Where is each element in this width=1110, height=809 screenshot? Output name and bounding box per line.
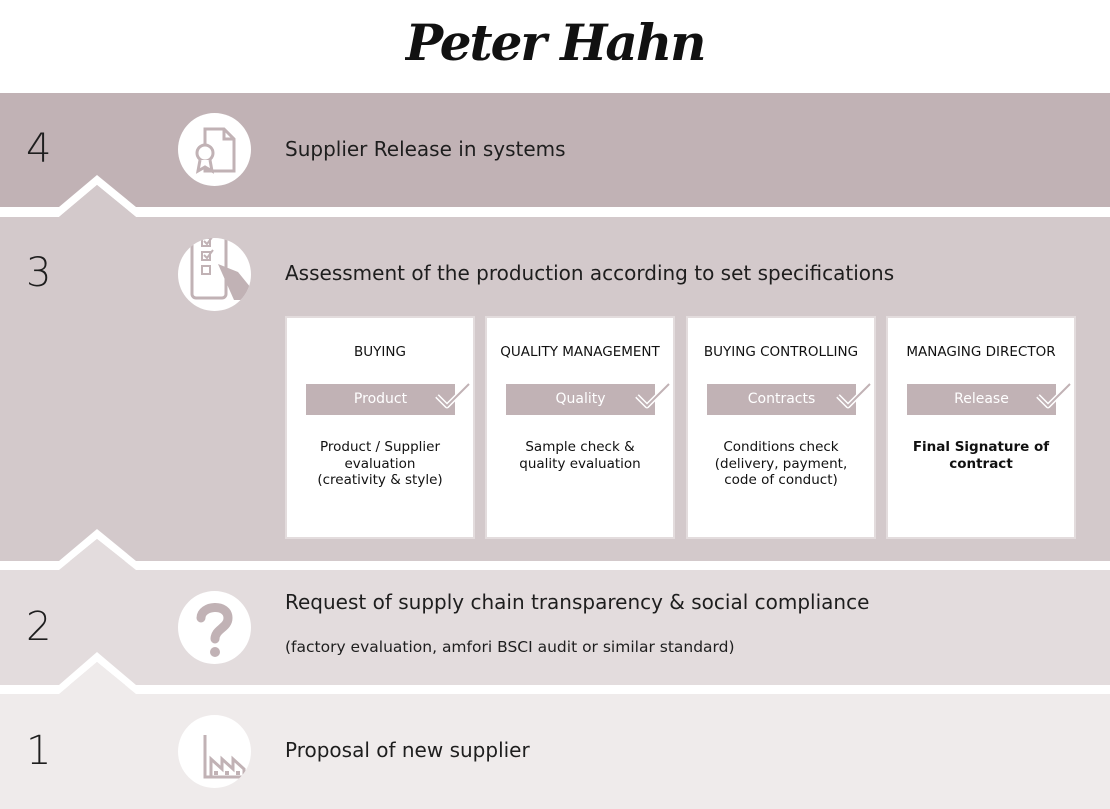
card-buying-controlling: BUYING CONTROLLING Contracts Conditions … (686, 316, 876, 539)
check-icon (1036, 382, 1072, 409)
card-pill: Quality (506, 384, 655, 415)
step-2-title: Request of supply chain transparency & s… (285, 590, 870, 614)
card-heading: BUYING CONTROLLING (703, 344, 859, 360)
card-heading: BUYING (354, 344, 406, 360)
separator-line-3-4 (200, 207, 1110, 217)
logo-text: Peter Hahn (405, 13, 705, 72)
card-buying: BUYING Product Product / Supplier evalua… (285, 316, 475, 539)
check-icon (635, 382, 671, 409)
chevron-separator-2-3 (0, 529, 200, 570)
step-4-number: 4 (26, 126, 52, 172)
separator-line-2-3 (200, 561, 1110, 570)
step-2-number: 2 (26, 604, 52, 650)
question-mark-icon (196, 603, 233, 657)
step-3-title: Assessment of the production according t… (285, 261, 895, 285)
logo-wordmark: Peter Hahn (405, 13, 705, 72)
certificate-document-icon (195, 127, 236, 174)
step-1-title: Proposal of new supplier (285, 738, 530, 762)
card-pill: Contracts (707, 384, 856, 415)
step-2-subtitle: (factory evaluation, amfori BSCI audit o… (285, 638, 735, 656)
checklist-hand-icon (190, 238, 251, 300)
step-1-icon-circle (178, 715, 251, 788)
card-heading: MANAGING DIRECTOR (906, 344, 1056, 360)
check-icon (836, 382, 872, 409)
check-icon (435, 382, 471, 409)
separator-line-1-2 (200, 685, 1110, 694)
card-description: Sample check & quality evaluation (519, 439, 641, 472)
step-4-title: Supplier Release in systems (285, 137, 566, 161)
step-2-icon-circle (178, 591, 251, 664)
chevron-separator-3-4 (0, 175, 200, 217)
step-3-number: 3 (26, 250, 52, 296)
chevron-separator-1-2 (0, 652, 200, 694)
card-description: Product / Supplier evaluation (creativit… (317, 439, 443, 488)
card-heading: QUALITY MANAGEMENT (500, 344, 660, 360)
step-4-icon-circle (178, 113, 251, 186)
card-pill: Release (907, 384, 1056, 415)
card-pill: Product (306, 384, 455, 415)
peter-hahn-logo: Peter Hahn (0, 8, 1110, 84)
step-1-number: 1 (26, 728, 52, 774)
card-description: Final Signature of contract (912, 439, 1050, 472)
card-description: Conditions check (delivery, payment, cod… (714, 439, 848, 488)
step-1-band (0, 694, 1110, 809)
card-quality-management: QUALITY MANAGEMENT Quality Sample check … (485, 316, 675, 539)
card-managing-director: MANAGING DIRECTOR Release Final Signatur… (886, 316, 1076, 539)
step-3-icon-circle (178, 238, 251, 311)
factory-icon (203, 735, 251, 779)
